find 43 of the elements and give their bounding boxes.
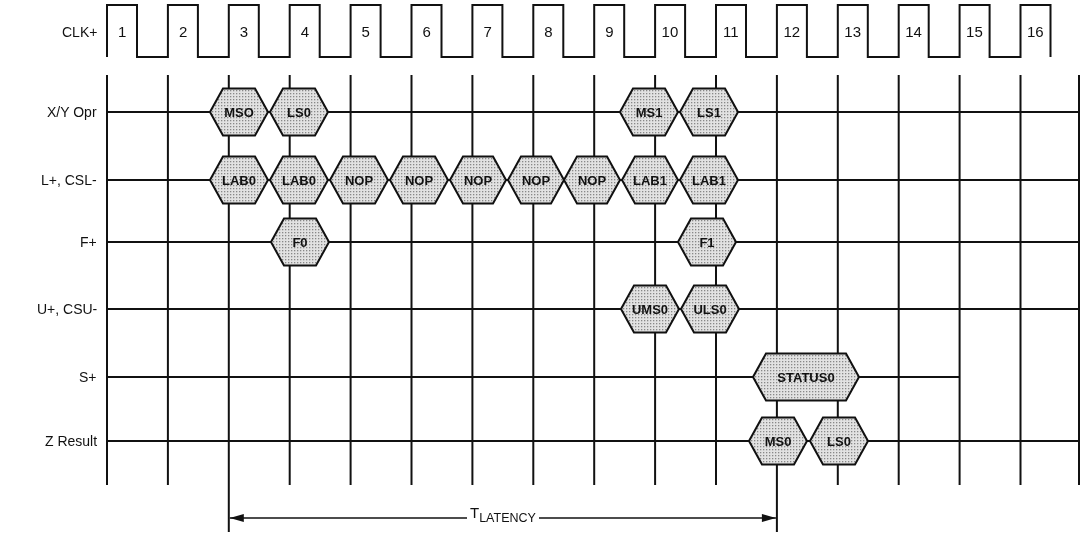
clock-cycle-number: 15	[966, 24, 983, 40]
bus-value-hexagon: ULS0	[680, 284, 740, 334]
bus-value-hexagon: LAB1	[679, 155, 739, 205]
signal-name: X/Y Opr	[47, 104, 97, 120]
clock-cycle-number: 9	[605, 24, 614, 40]
bus-value-hexagon: LS0	[809, 416, 869, 466]
clock-cycle-number: 8	[544, 24, 553, 40]
bus-value-hexagon: LS1	[679, 87, 739, 137]
signal-name: S+	[79, 369, 97, 385]
clock-cycle-number: 4	[300, 24, 310, 40]
clock-cycle-number: 3	[239, 24, 249, 40]
signal-name: U+, CSU-	[37, 301, 98, 317]
bus-value-hexagon: LAB1	[621, 155, 679, 205]
bus-value-hexagon: MSO	[209, 87, 269, 137]
bus-value-hexagon: F1	[677, 217, 737, 267]
bus-value-hexagon: LS0	[269, 87, 329, 137]
bus-value-hexagon: MS1	[619, 87, 679, 137]
clock-cycle-number: 14	[905, 24, 922, 40]
clock-cycle-number: 2	[178, 24, 188, 40]
signal-name: CLK+	[62, 24, 98, 40]
clock-cycle-number: 1	[118, 24, 127, 40]
bus-value-hexagon: STATUS0	[752, 352, 860, 402]
clock-cycle-number: 11	[723, 24, 739, 40]
clock-cycle-number: 10	[661, 24, 679, 40]
signal-name: Z Result	[45, 433, 98, 449]
signal-name: L+, CSL-	[41, 172, 97, 188]
bus-value-hexagon: NOP	[563, 155, 621, 205]
clock-cycle-number: 6	[422, 24, 431, 40]
bus-value-hexagon: F0	[270, 217, 330, 267]
signal-name: F+	[80, 234, 97, 250]
bus-value-hexagon: LAB0	[209, 155, 269, 205]
clock-cycle-number: 13	[844, 24, 861, 40]
bus-value-hexagon: LAB0	[269, 155, 329, 205]
bus-value-hexagon: NOP	[507, 155, 565, 205]
clock-cycle-number: 12	[783, 24, 801, 40]
clock-cycle-number: 16	[1027, 24, 1044, 40]
clock-cycle-number: 5	[361, 24, 370, 40]
bus-value-hexagon: UMS0	[620, 284, 680, 334]
clock-cycle-number: 7	[483, 24, 492, 40]
bus-value-hexagon: MS0	[748, 416, 808, 466]
bus-value-hexagon: NOP	[449, 155, 507, 205]
bus-value-hexagon: NOP	[329, 155, 389, 205]
bus-value-hexagon: NOP	[389, 155, 449, 205]
